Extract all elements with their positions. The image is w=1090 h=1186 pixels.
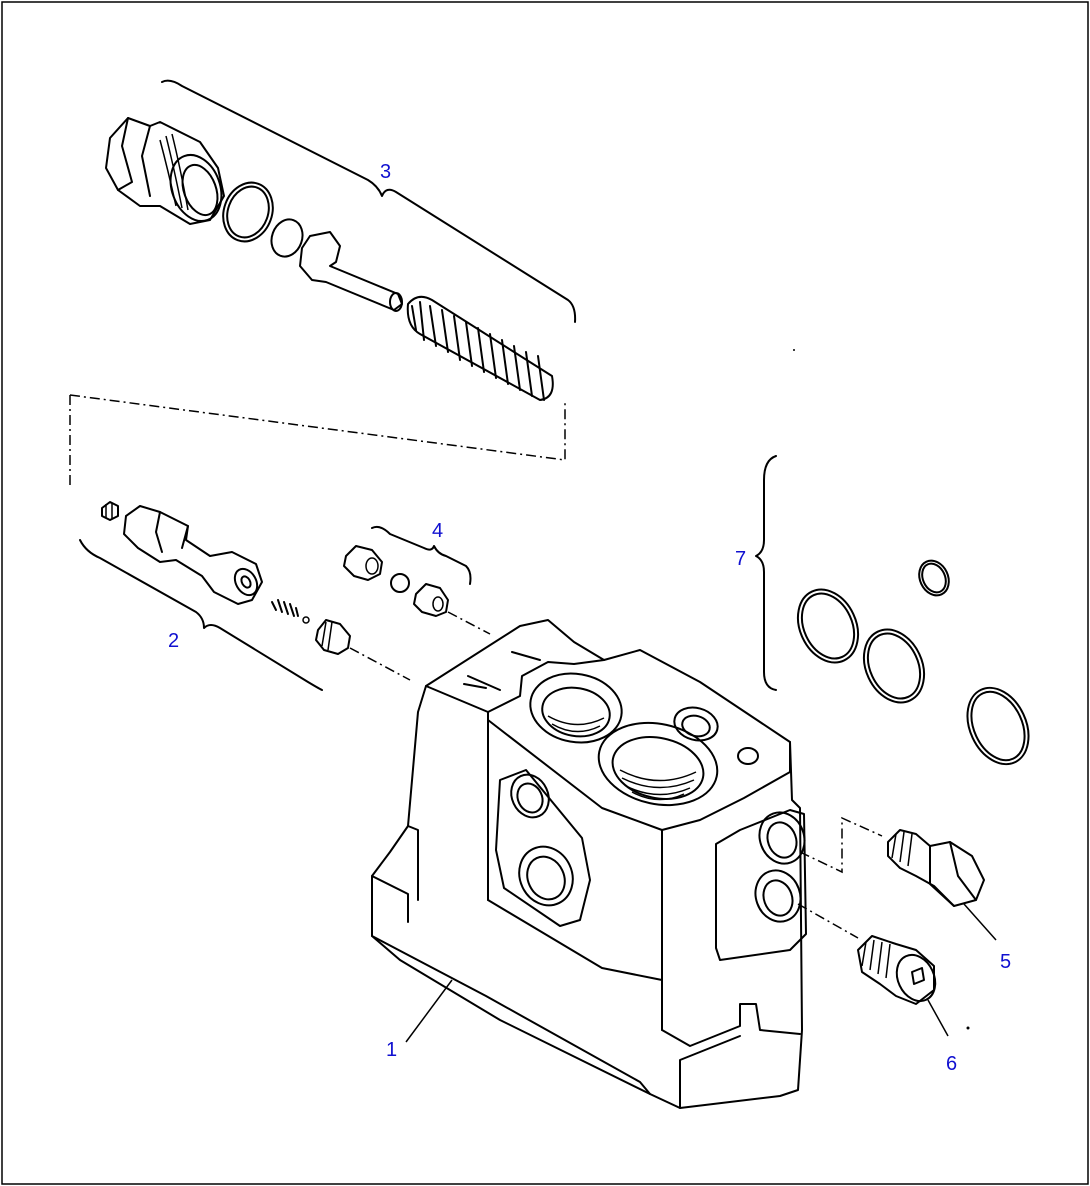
callout-3: 3 — [380, 161, 391, 183]
part-5-hex-plug: 5 — [799, 816, 1011, 973]
top-port-medium — [529, 672, 623, 744]
callout-5: 5 — [1000, 951, 1011, 973]
bracket-4 — [371, 525, 472, 585]
check-seat — [413, 583, 449, 617]
part-group-2: 2 — [79, 501, 411, 691]
o-ring-7b — [796, 588, 860, 664]
side-flange — [495, 769, 591, 927]
bracket-2 — [79, 539, 323, 691]
o-ring-7c — [862, 628, 926, 704]
part-group-7: 7 — [735, 455, 1030, 766]
o-ring-small — [270, 218, 304, 258]
stray-dot — [966, 1026, 970, 1030]
o-ring-7d — [966, 686, 1030, 766]
leader-dashed-5 — [799, 816, 883, 874]
seat-plug — [315, 619, 351, 655]
top-port-small — [673, 706, 719, 742]
coil-spring — [406, 295, 554, 401]
leader-dashed-2 — [349, 647, 411, 681]
callout-6: 6 — [946, 1053, 957, 1075]
callout-2: 2 — [168, 630, 179, 652]
spool — [123, 505, 263, 605]
check-ball — [390, 573, 410, 593]
valve-body: 1 — [371, 619, 807, 1109]
right-port-plate — [715, 809, 807, 961]
leader-dashed-4 — [447, 611, 491, 635]
small-spring — [271, 599, 299, 617]
o-ring-7a — [918, 559, 950, 597]
leader-dashed-3-2 — [69, 394, 566, 486]
leader-dashed-6 — [797, 903, 859, 939]
leader-5 — [963, 903, 997, 941]
bracket-7 — [755, 455, 777, 691]
callout-1: 1 — [386, 1039, 397, 1061]
leader-1 — [405, 979, 453, 1043]
top-port-large — [597, 721, 719, 807]
o-ring-large — [222, 181, 274, 243]
ball — [302, 616, 310, 624]
part-group-4: 4 — [343, 520, 491, 635]
part-6-socket-plug: 6 — [797, 903, 957, 1075]
set-screw — [101, 501, 119, 521]
callout-7: 7 — [735, 548, 746, 570]
poppet-pin — [299, 231, 403, 312]
threaded-plug — [105, 117, 225, 225]
bolt-hole — [737, 747, 759, 765]
bracket-3 — [161, 79, 577, 323]
stray-dot — [793, 349, 795, 351]
part-group-3: 3 — [105, 79, 577, 401]
callout-4: 4 — [432, 520, 443, 542]
leader-6 — [927, 999, 949, 1037]
check-plug — [343, 545, 383, 581]
